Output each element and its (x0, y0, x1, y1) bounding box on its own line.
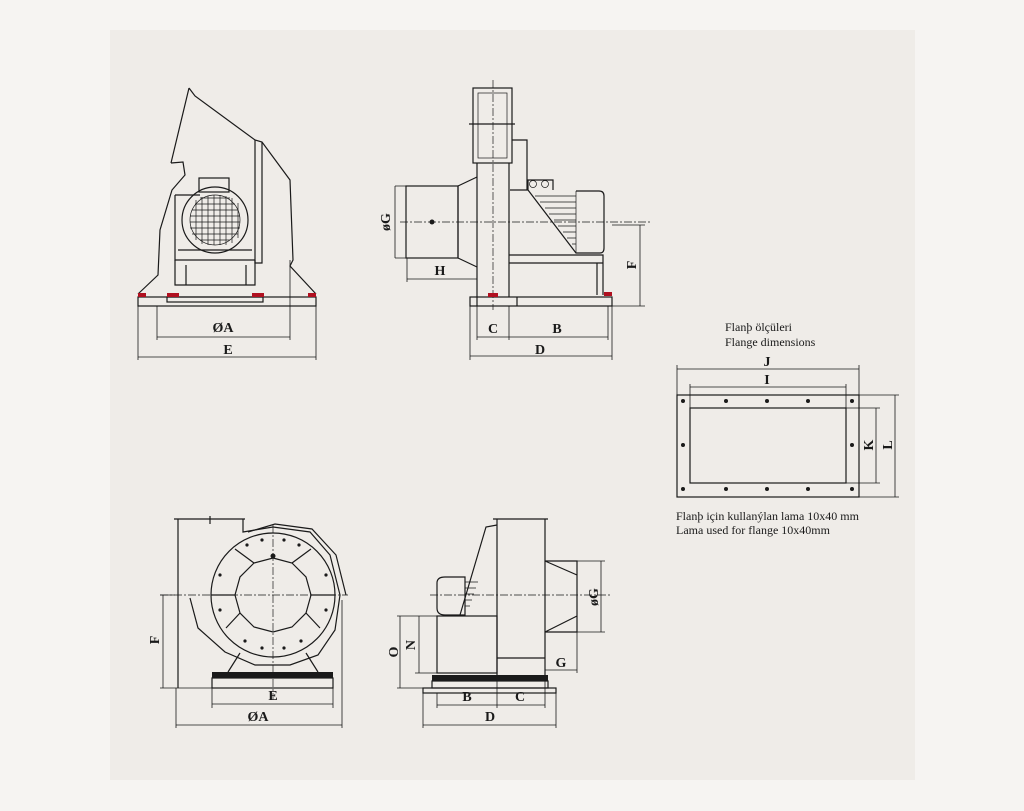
dim-o-label: O (387, 646, 402, 657)
dim-d-label-bottom: D (485, 710, 495, 725)
dim-h-label: H (435, 264, 446, 279)
bottom-side-view: øG O N G B C D (387, 518, 610, 728)
flange-bolt-holes (681, 399, 854, 491)
motor-fins (535, 191, 577, 253)
dim-g-dia-label: øG (587, 588, 602, 606)
dim-n-label: N (404, 640, 419, 650)
dim-b-label-bottom: B (462, 690, 471, 705)
bolt-circle (218, 538, 328, 650)
dim-e-label-bottom: E (268, 689, 277, 704)
dim-b-label: B (552, 322, 561, 337)
dim-g-label: G (556, 656, 567, 671)
flange-note-en: Lama used for flange 10x40mm (676, 523, 831, 537)
mounting-points (138, 293, 316, 297)
dim-e-label: E (223, 343, 232, 358)
dim-a-label: ØA (213, 321, 235, 336)
dim-l-label: L (881, 440, 896, 449)
motor-grille (190, 195, 240, 245)
dim-c-label: C (488, 322, 498, 337)
top-front-view: ØA E (137, 87, 317, 360)
dim-c-label-bottom: C (515, 690, 525, 705)
flange-title-tr: Flanþ ölçüleri (725, 320, 793, 334)
flange-note-tr: Flanþ için kullanýlan lama 10x40 mm (676, 509, 860, 523)
flange-dimensions-view: Flanþ ölçüleri Flange dimensions J I K L… (676, 320, 899, 537)
dim-i-label: I (764, 373, 769, 388)
flange-title-en: Flange dimensions (725, 335, 816, 349)
dim-f-label: F (625, 261, 640, 270)
top-side-view: øG H F C B D (379, 80, 650, 360)
dim-j-label: J (764, 355, 771, 370)
dim-a-label-bottom: ØA (248, 710, 270, 725)
dim-g-label: øG (379, 213, 394, 231)
dim-f-label-bottom: F (148, 636, 163, 645)
dim-k-label: K (862, 439, 877, 450)
bottom-front-view: F E ØA (148, 516, 348, 728)
dim-d-label: D (535, 343, 545, 358)
